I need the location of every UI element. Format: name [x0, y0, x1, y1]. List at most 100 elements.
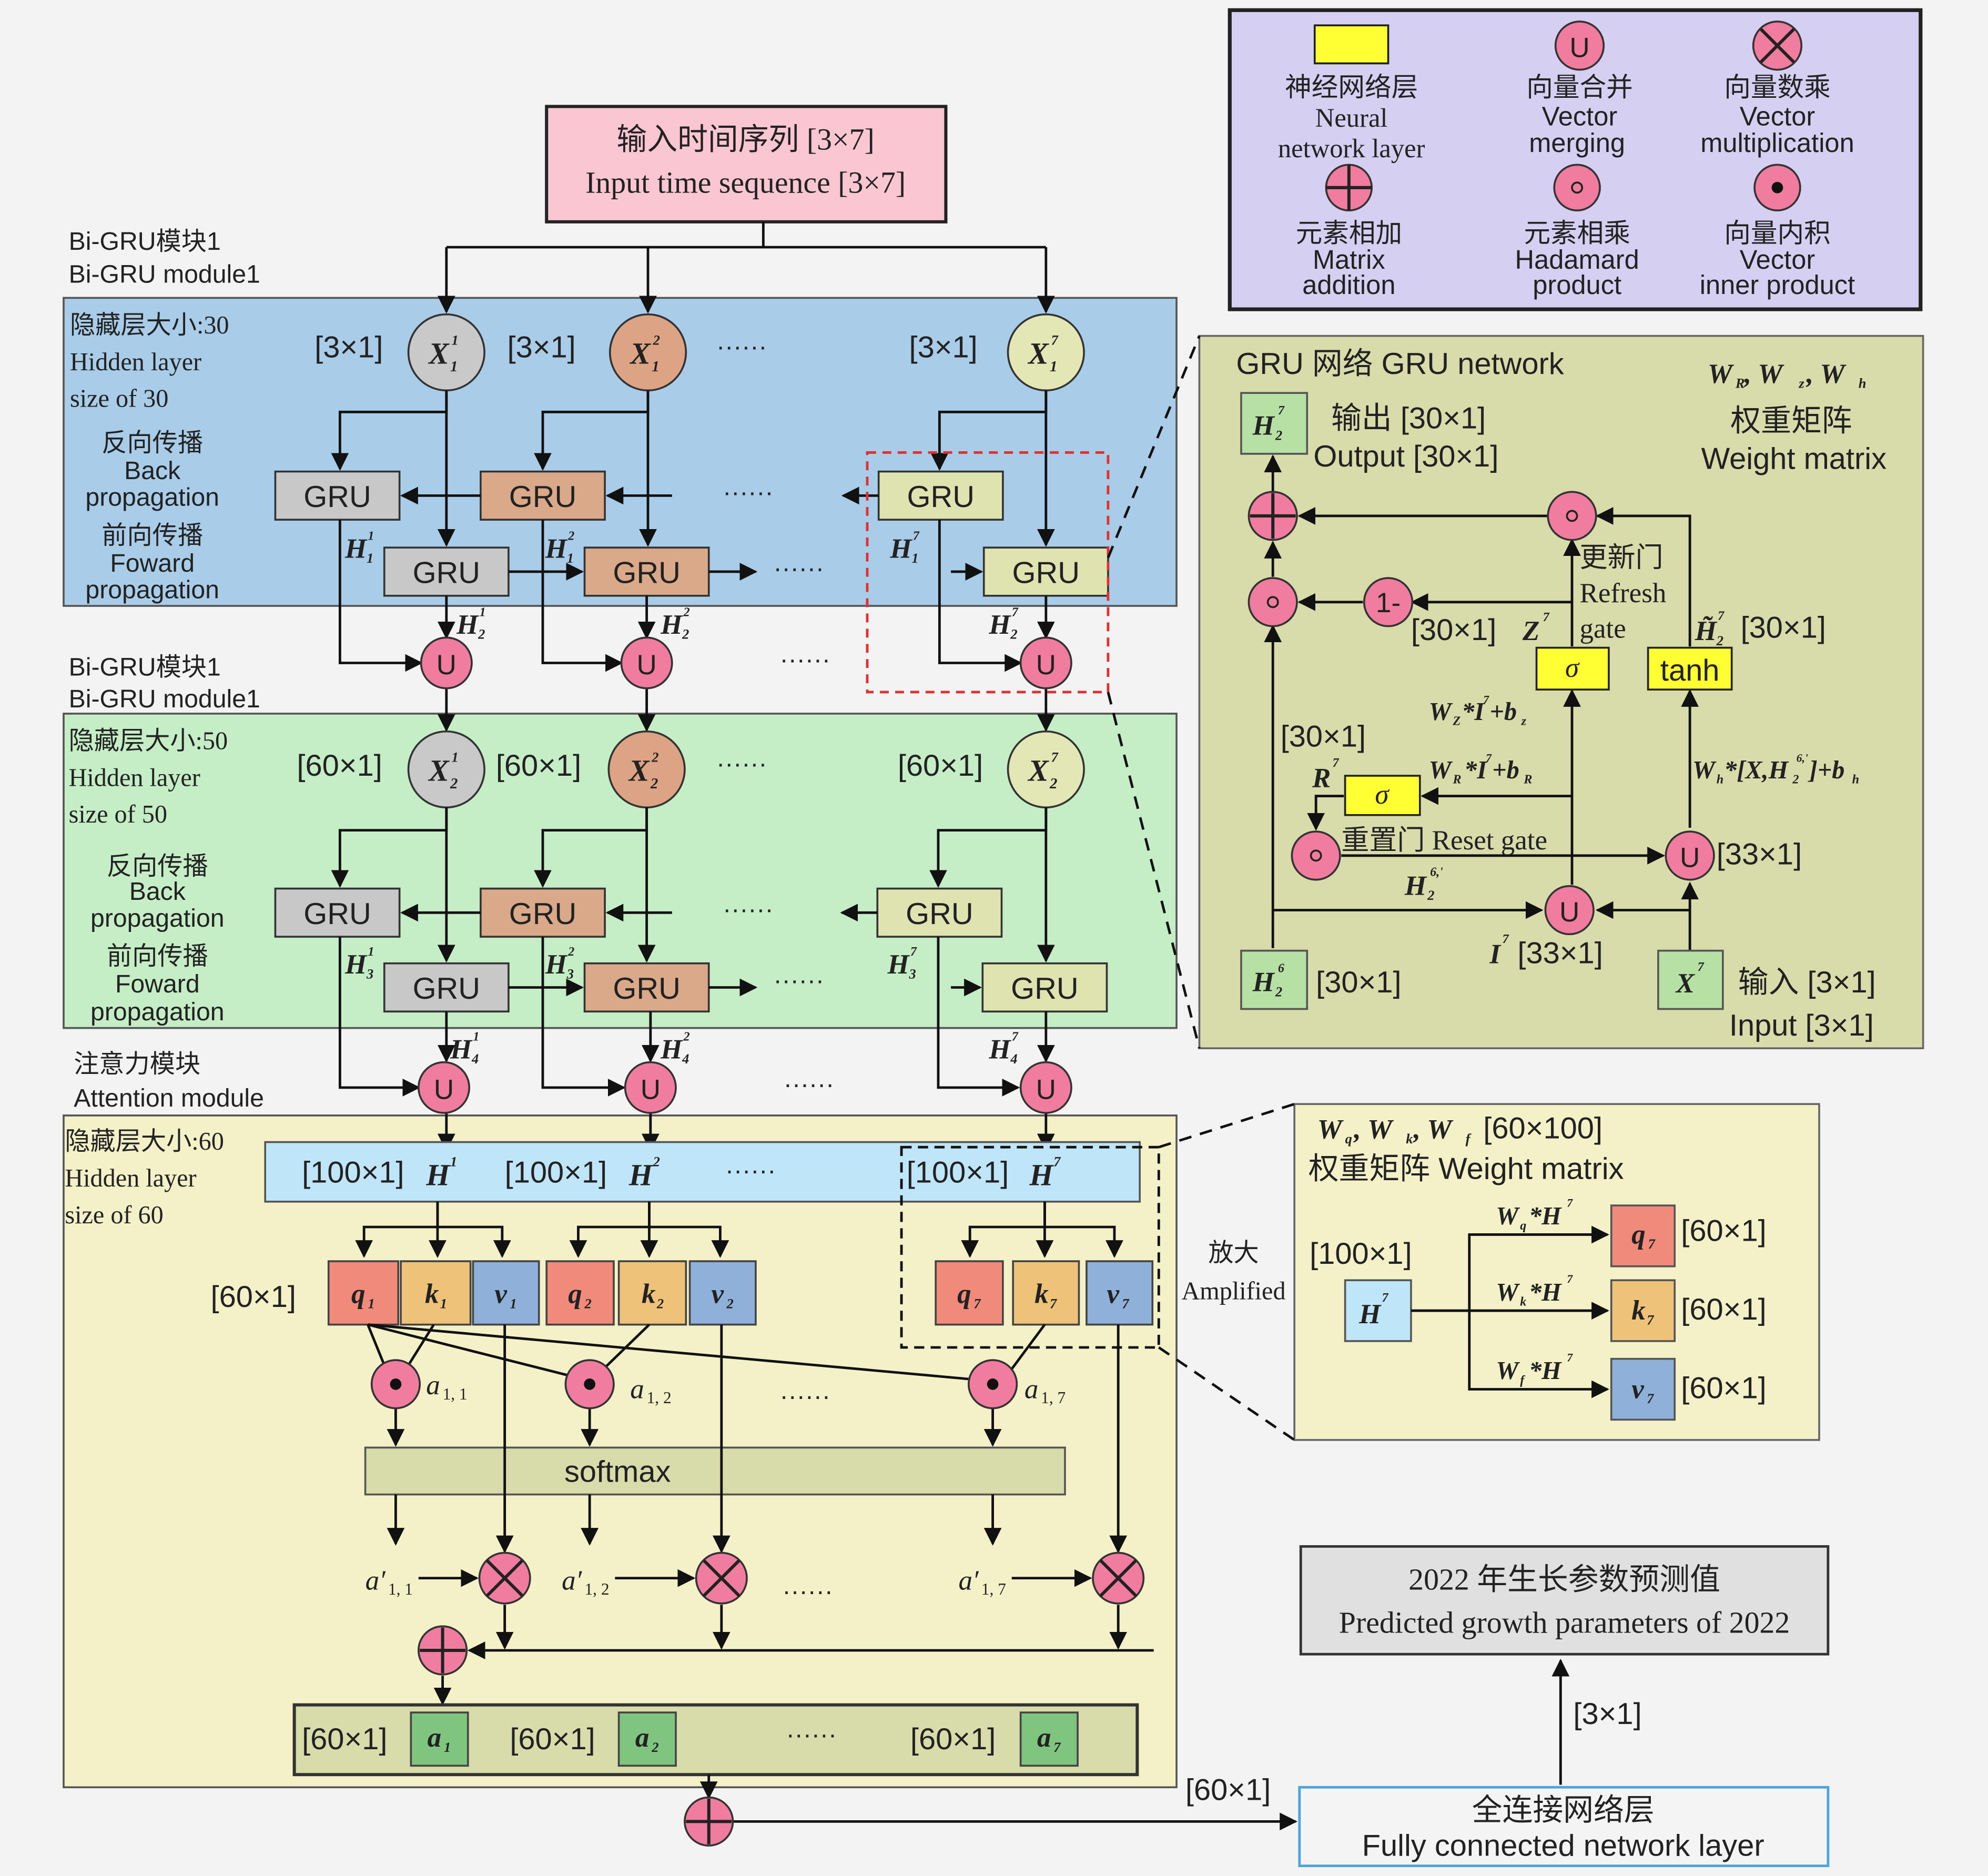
svg-text:7: 7	[1050, 1295, 1058, 1311]
svg-text:······: ······	[774, 966, 824, 995]
svg-text:merging: merging	[1529, 128, 1625, 158]
svg-text:+b: +b	[1492, 756, 1519, 784]
svg-text:, W: , W	[1353, 1114, 1394, 1144]
svg-text:1, 2: 1, 2	[647, 1388, 672, 1407]
svg-text:H: H	[889, 533, 912, 564]
svg-text:1: 1	[450, 1153, 457, 1169]
svg-text:7: 7	[1483, 694, 1489, 706]
svg-text:*I: *I	[1462, 698, 1485, 726]
svg-text:1: 1	[451, 749, 458, 765]
m1-back-gru-1	[274, 470, 401, 521]
input-box	[545, 105, 948, 224]
svg-text:a: a	[428, 1722, 442, 1753]
svg-text:[33×1]: [33×1]	[1517, 937, 1602, 970]
m2-merge-1	[417, 1061, 471, 1114]
svg-text:7: 7	[1122, 1295, 1130, 1311]
svg-text:[60×1]: [60×1]	[1681, 1371, 1766, 1405]
module1-hidden-en1: Hidden layer	[70, 348, 201, 376]
svg-text:*H: *H	[1529, 1202, 1562, 1230]
module1-fwd-en1: Foward	[110, 549, 195, 577]
svg-text:向量合并: 向量合并	[1526, 72, 1632, 102]
softmax-label: softmax	[564, 1455, 671, 1488]
svg-text:Vector: Vector	[1740, 102, 1815, 131]
svg-text:U: U	[434, 1074, 454, 1106]
svg-text:H: H	[1252, 411, 1275, 441]
svg-text:, W: , W	[1413, 1114, 1454, 1144]
attention-title-zh: 注意力模块	[74, 1050, 200, 1078]
gru-update-sigma	[1535, 646, 1610, 691]
svg-text:Refresh: Refresh	[1579, 578, 1666, 609]
svg-text:U: U	[1569, 32, 1589, 63]
m2-fwd-gru-7	[981, 962, 1108, 1013]
svg-text:U: U	[636, 650, 656, 681]
k1-box	[400, 1260, 472, 1326]
svg-text:H: H	[545, 949, 568, 980]
svg-text:······: ······	[786, 1720, 837, 1749]
svg-text:2: 2	[683, 605, 690, 619]
svg-text:gate: gate	[1579, 613, 1626, 644]
svg-text:[60×1]: [60×1]	[297, 749, 382, 783]
svg-text:······: ······	[780, 645, 830, 674]
svg-text:v: v	[1631, 1374, 1644, 1404]
svg-text:GRU: GRU	[613, 972, 681, 1006]
svg-text:[60×1]: [60×1]	[302, 1722, 387, 1756]
svg-text:[60×1]: [60×1]	[510, 1722, 595, 1756]
svg-text:······: ······	[784, 1070, 834, 1099]
gru-add-circle	[1247, 491, 1298, 541]
fc-zh: 全连接网络层	[1472, 1793, 1655, 1827]
svg-text:1: 1	[368, 1295, 374, 1311]
svg-text:······: ······	[716, 749, 767, 778]
module2-fwd-en1: Foward	[115, 970, 200, 998]
svg-text:1: 1	[473, 1030, 479, 1044]
svg-text:network layer: network layer	[1278, 134, 1425, 163]
svg-text:4: 4	[471, 1051, 479, 1067]
vector-multiply-7	[1092, 1551, 1145, 1605]
svg-text:]+b: ]+b	[1808, 756, 1845, 784]
svg-text:2: 2	[1275, 427, 1282, 443]
output-en: Predicted growth parameters of 2022	[1339, 1605, 1790, 1639]
module1-dim-2: [3×1]	[508, 331, 576, 364]
svg-text:X: X	[428, 337, 450, 371]
gru-one-minus	[1363, 577, 1414, 627]
module2-back-en2: propagation	[90, 904, 225, 932]
svg-text:*H: *H	[1529, 1279, 1562, 1306]
svg-text:σ: σ	[1375, 779, 1389, 810]
svg-text:7: 7	[1647, 1391, 1655, 1406]
svg-text:[60×1]: [60×1]	[910, 1722, 996, 1756]
svg-text:z: z	[1798, 376, 1804, 391]
svg-text:q: q	[568, 1279, 582, 1310]
svg-text:h: h	[1859, 376, 1867, 391]
svg-text:7: 7	[1486, 752, 1492, 764]
svg-text:1: 1	[450, 358, 458, 375]
svg-text:2: 2	[1427, 887, 1434, 903]
svg-text:GRU: GRU	[1012, 556, 1080, 590]
svg-text:X: X	[1027, 337, 1049, 371]
svg-text:输入 [3×1]: 输入 [3×1]	[1738, 966, 1876, 999]
gru-hadamard-reset	[1291, 830, 1341, 881]
svg-text:h: h	[1852, 773, 1859, 786]
svg-text:输出 [30×1]: 输出 [30×1]	[1331, 402, 1486, 435]
fc-input-dim: [60×1]	[1185, 1773, 1271, 1807]
svg-text:a: a	[630, 1374, 644, 1404]
svg-text:7: 7	[1053, 1153, 1061, 1169]
h-vector-bar	[264, 1141, 1141, 1203]
svg-text:H: H	[545, 533, 568, 564]
svg-text:a: a	[635, 1722, 650, 1753]
svg-text:σ: σ	[1565, 653, 1580, 683]
gru-detail-title: GRU 网络 GRU network	[1236, 347, 1564, 381]
svg-text:重置门 Reset gate: 重置门 Reset gate	[1341, 825, 1547, 856]
svg-text:z: z	[1521, 715, 1527, 728]
svg-text:1: 1	[652, 358, 659, 375]
module1-dim-7: [3×1]	[909, 331, 978, 364]
fc-box	[1298, 1786, 1830, 1868]
svg-text:a: a	[1037, 1722, 1051, 1753]
svg-text:1, 7: 1, 7	[1041, 1388, 1066, 1407]
svg-text:X: X	[628, 754, 650, 788]
module1-fwd-zh: 前向传播	[102, 521, 203, 550]
svg-text:2: 2	[450, 775, 458, 792]
svg-text:6,': 6,'	[1797, 752, 1808, 764]
svg-text:[30×1]: [30×1]	[1411, 613, 1496, 647]
gru-reset-sigma	[1344, 775, 1421, 816]
svg-text:[100×1]: [100×1]	[1310, 1237, 1412, 1271]
